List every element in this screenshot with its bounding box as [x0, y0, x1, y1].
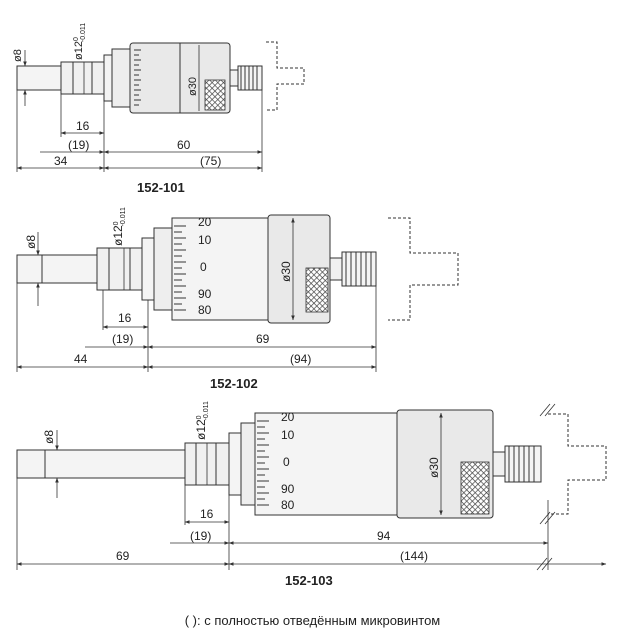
sleeve-152-102: [141, 237, 155, 301]
ratchet-152-103: [504, 445, 542, 483]
model-label-152-103: 152-103: [285, 573, 333, 588]
knurl-152-101: [204, 79, 226, 111]
knurl-152-103: [460, 461, 490, 515]
scale-num: 20: [281, 410, 295, 424]
scale-graduations-152-101: [134, 49, 141, 106]
retracted-outline-152-103: [548, 413, 607, 515]
scale-num: 90: [198, 287, 212, 301]
scale-num: 10: [281, 428, 295, 442]
dim-stem-length: 16: [76, 119, 90, 133]
dim-body-length: 60: [177, 138, 191, 152]
dim-body-length: 94: [377, 529, 391, 543]
dim-spindle-diameter: ø8: [42, 430, 56, 444]
retracted-outline-152-101: [266, 41, 305, 111]
dim-body-length: 69: [256, 332, 270, 346]
dim-total-length: (144): [400, 549, 428, 563]
dim-spindle-length: 34: [54, 154, 68, 168]
barrel-152-103: [254, 412, 398, 516]
dim-stem-length: 16: [118, 311, 132, 325]
scale-num: 0: [200, 260, 207, 274]
stem-152-102: [96, 247, 143, 291]
knurl-152-102: [305, 267, 329, 313]
scale-graduations-152-103: [257, 420, 269, 506]
dim-spindle-diameter: ø8: [12, 49, 24, 62]
dim-stem-diameter: ø120-0.011: [73, 23, 87, 60]
dim-total-length: (75): [200, 154, 221, 168]
retracted-outline-152-102: [388, 217, 459, 321]
scale-num: 20: [198, 215, 212, 229]
dim-stem-diameter: ø120-0.011: [194, 401, 210, 440]
dim-total-length: (94): [290, 352, 311, 366]
micrometer-152-102: 20 10 0 90 80 ø8 ø120-0.011 ø30 16 (19) …: [16, 207, 459, 391]
dim-stem-diameter: ø120-0.011: [111, 207, 127, 246]
scale-num: 80: [198, 303, 212, 317]
dim-thimble-diameter: ø30: [427, 457, 441, 478]
dim-retract: (19): [190, 529, 211, 543]
dim-thimble-diameter: ø30: [279, 261, 293, 282]
break-mark: [536, 403, 556, 571]
spindle-152-102: [16, 254, 98, 284]
dim-spindle-diameter: ø8: [24, 235, 38, 249]
stem-152-101: [60, 61, 105, 95]
model-label-152-101: 152-101: [137, 180, 185, 195]
scale-num: 90: [281, 482, 295, 496]
scale-num: 80: [281, 498, 295, 512]
ratchet-152-101: [237, 65, 263, 91]
scale-num: 10: [198, 233, 212, 247]
barrel-152-102: [171, 217, 269, 321]
ratchet-152-102: [341, 251, 377, 287]
dim-retract: (19): [112, 332, 133, 346]
spindle-152-103: [16, 449, 186, 479]
dim-spindle-length: 69: [116, 549, 130, 563]
model-label-152-102: 152-102: [210, 376, 258, 391]
micrometer-152-103: 20 10 0 90 80 ø8 ø120-0.011 ø30 16 (19): [16, 401, 607, 588]
scale-num: 0: [283, 455, 290, 469]
dim-stem-length: 16: [200, 507, 214, 521]
sleeve-152-103: [228, 432, 242, 496]
dim-spindle-length: 44: [74, 352, 88, 366]
dim-retract: (19): [68, 138, 89, 152]
dim-thimble-diameter: ø30: [187, 77, 199, 96]
scale-graduations-152-102: [174, 225, 186, 311]
spindle-152-101: [16, 65, 62, 91]
micrometer-152-101: ø8 ø120-0.011 ø30 16 (19) 60 34 (75) 152…: [12, 23, 305, 195]
footnote: ( ): с полностью отведённым микровинтом: [184, 613, 441, 628]
